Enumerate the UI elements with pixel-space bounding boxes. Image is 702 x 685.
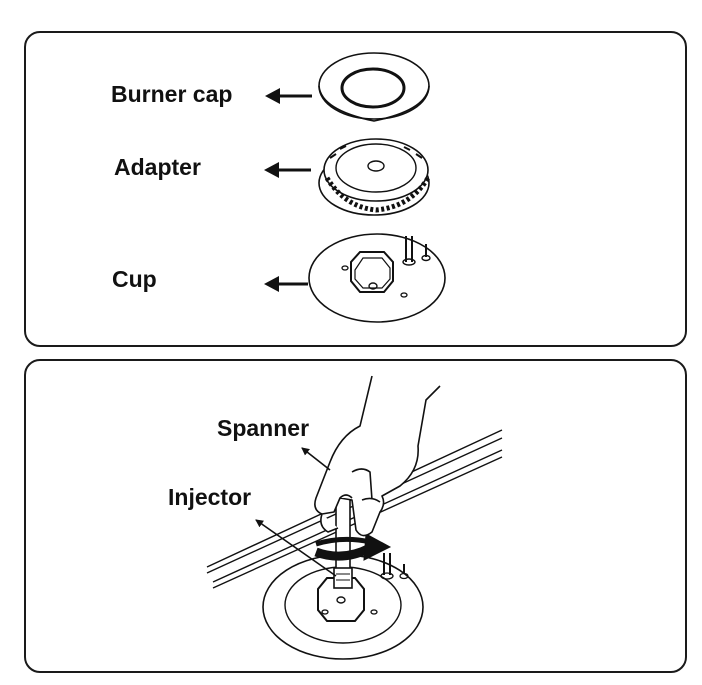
cup-label: Cup <box>112 266 157 292</box>
spanner-label: Spanner <box>217 415 310 441</box>
injector-pointer <box>255 519 337 577</box>
hand-drawing <box>314 375 441 537</box>
adapter-label: Adapter <box>114 154 201 180</box>
burner-cap-arrow <box>265 88 312 104</box>
burner-cap-label: Burner cap <box>111 81 233 107</box>
spanner-pointer <box>301 447 331 471</box>
cup-drawing <box>308 233 446 323</box>
adapter-arrow <box>264 162 311 178</box>
cup-arrow <box>264 276 308 292</box>
burner-base-drawing <box>262 553 424 660</box>
adapter-drawing <box>318 138 431 216</box>
injector-label: Injector <box>168 484 252 510</box>
rotation-arrow <box>314 533 392 561</box>
burner-cap-drawing <box>318 52 430 122</box>
